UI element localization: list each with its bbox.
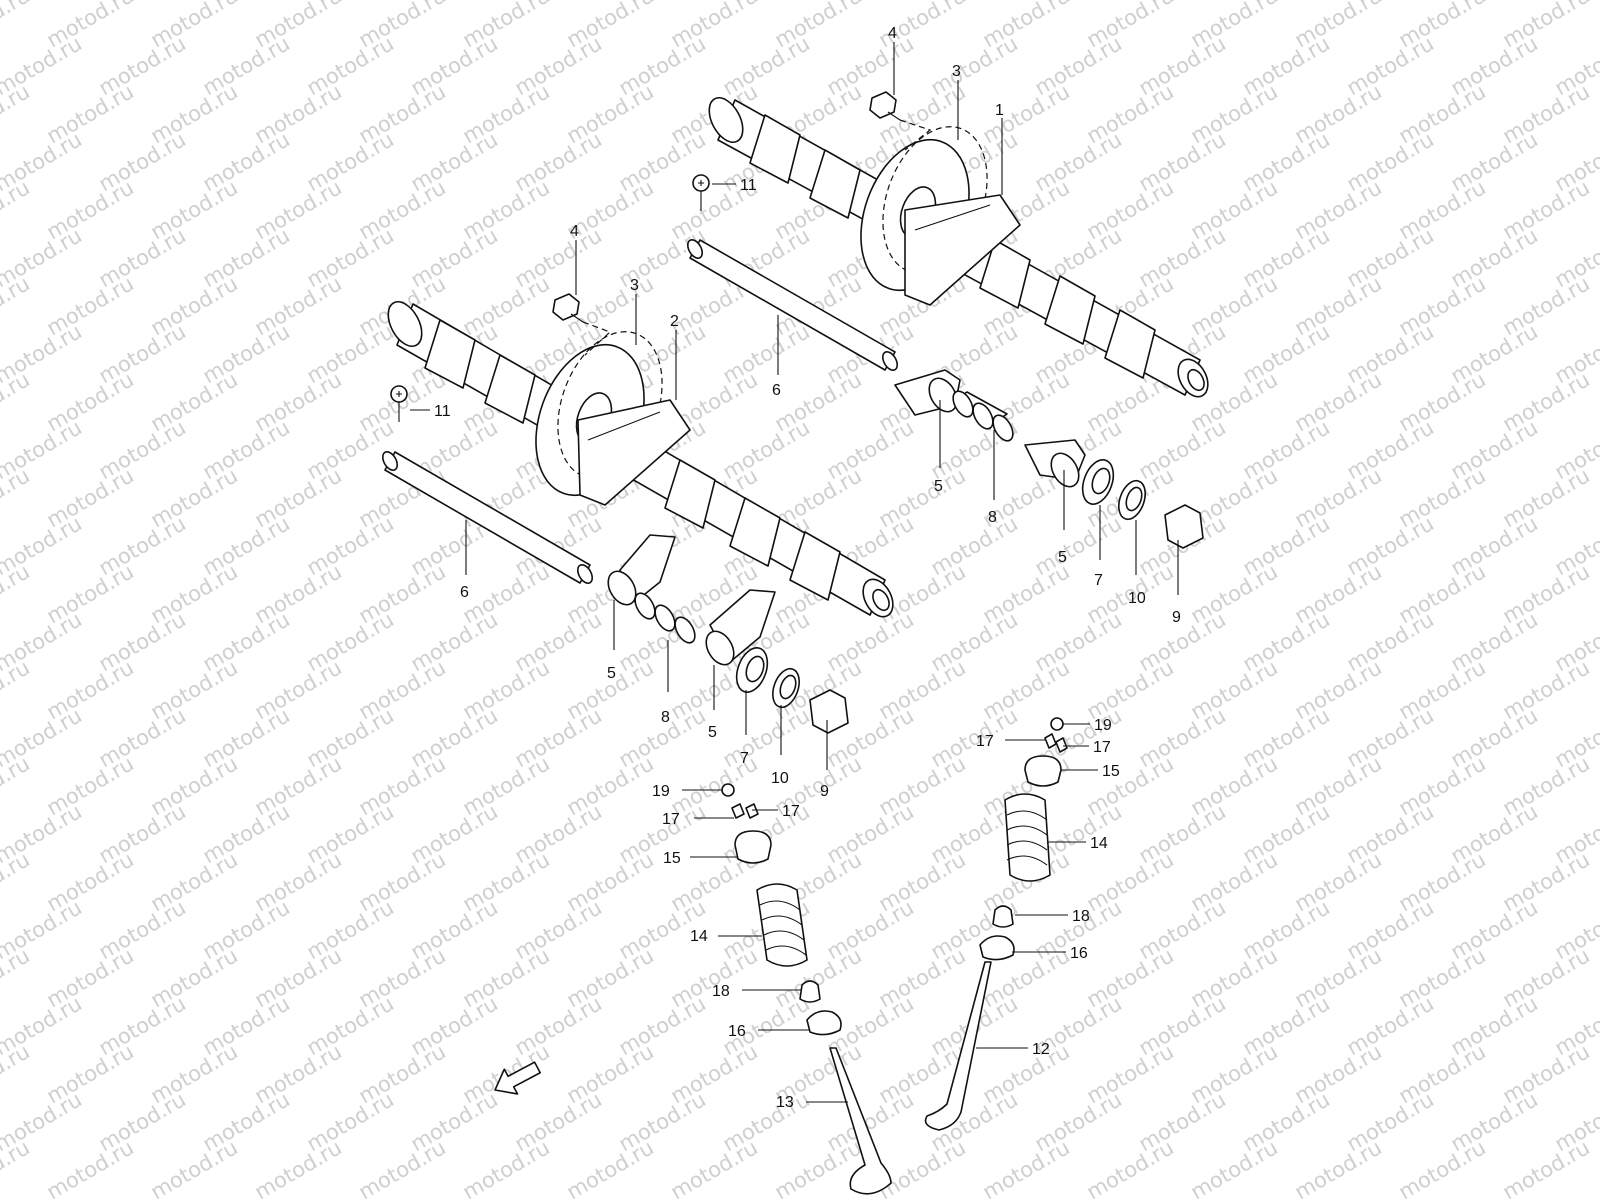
callout-9: 9 xyxy=(820,783,829,800)
watermark-text: motod.ru xyxy=(1291,1135,1386,1200)
callout-3: 3 xyxy=(630,277,639,294)
watermark-text: motod.ru xyxy=(1499,1135,1594,1200)
camshaft-lower xyxy=(387,293,894,618)
callout-4: 4 xyxy=(570,223,579,240)
callout-6: 6 xyxy=(460,584,469,601)
watermark-text: motod.ru xyxy=(0,559,34,628)
watermark-text: motod.ru xyxy=(147,1135,242,1200)
valve-assembly-left xyxy=(721,783,892,1195)
watermark-text: motod.ru xyxy=(0,79,34,148)
watermark-text: motod.ru xyxy=(875,1135,970,1200)
rocker-shaft-lower xyxy=(381,451,594,584)
watermark-text: motod.ru xyxy=(0,271,34,340)
watermark-text: motod.ru xyxy=(0,1039,34,1108)
watermark-text: motod.ru xyxy=(1187,1135,1282,1200)
callout-12: 12 xyxy=(1032,1041,1050,1058)
callout-7: 7 xyxy=(740,750,749,767)
watermark-text: motod.ru xyxy=(979,1135,1074,1200)
callout-16: 16 xyxy=(1070,945,1088,962)
callout-15: 15 xyxy=(663,850,681,867)
rocker-shaft-upper xyxy=(686,239,899,371)
watermark-text: motod.ru xyxy=(0,655,34,724)
callout-16: 16 xyxy=(728,1023,746,1040)
callout-9: 9 xyxy=(1172,609,1181,626)
rocker-assembly-upper xyxy=(894,369,1204,549)
callout-1: 1 xyxy=(995,102,1004,119)
callout-19: 19 xyxy=(1094,717,1112,734)
callout-11: 11 xyxy=(434,403,451,420)
watermark-text: motod.ru xyxy=(355,1135,450,1200)
callout-17: 17 xyxy=(976,733,994,750)
watermark-text: motod.ru xyxy=(1395,1135,1490,1200)
callout-14: 14 xyxy=(690,928,708,945)
watermark-text: motod.ru xyxy=(771,1135,866,1200)
callout-11: 11 xyxy=(740,177,757,194)
callout-18: 18 xyxy=(1072,908,1090,925)
callout-10: 10 xyxy=(1128,590,1146,607)
watermark-text: motod.ru xyxy=(0,0,34,52)
callout-5: 5 xyxy=(1058,549,1067,566)
callout-7: 7 xyxy=(1094,572,1103,589)
callout-19: 19 xyxy=(652,783,670,800)
callout-6: 6 xyxy=(772,382,781,399)
watermark-text: motod.ru xyxy=(1083,1135,1178,1200)
watermark-text: motod.ru xyxy=(0,847,34,916)
callout-5: 5 xyxy=(708,724,717,741)
watermark-text: motod.ru xyxy=(0,1135,34,1200)
watermark-text: motod.ru xyxy=(251,1135,346,1200)
watermark-text: motod.ru xyxy=(43,1135,138,1200)
callouts-layer: 4 3 1 11 4 3 2 6 11 5 8 5 7 10 9 6 xyxy=(410,25,1181,1111)
callout-8: 8 xyxy=(988,509,997,526)
callout-17: 17 xyxy=(1093,739,1111,756)
callout-2: 2 xyxy=(670,313,679,330)
callout-5: 5 xyxy=(607,665,616,682)
watermark-text: motod.ru xyxy=(0,175,34,244)
watermark-text: motod.ru xyxy=(0,751,34,820)
watermark-text: motod.ru xyxy=(0,943,34,1012)
watermark-text: motod.ru xyxy=(0,367,34,436)
watermark-text: motod.ru xyxy=(0,463,34,532)
watermark-text: motod.ru xyxy=(563,1135,658,1200)
callout-14: 14 xyxy=(1090,835,1108,852)
callout-17: 17 xyxy=(662,811,680,828)
watermark-text: motod.ru xyxy=(459,1135,554,1200)
callout-17: 17 xyxy=(782,803,800,820)
camshaft-upper xyxy=(692,91,1209,398)
callout-8: 8 xyxy=(661,709,670,726)
callout-18: 18 xyxy=(712,983,730,1000)
callout-4: 4 xyxy=(888,25,897,42)
callout-15: 15 xyxy=(1102,763,1120,780)
callout-10: 10 xyxy=(771,770,789,787)
callout-13: 13 xyxy=(776,1094,794,1111)
callout-5: 5 xyxy=(934,478,943,495)
rocker-assembly-lower xyxy=(607,534,849,734)
valve-assembly-right xyxy=(924,717,1068,1131)
watermark-text: motod.ru xyxy=(667,1135,762,1200)
callout-3: 3 xyxy=(952,63,961,80)
